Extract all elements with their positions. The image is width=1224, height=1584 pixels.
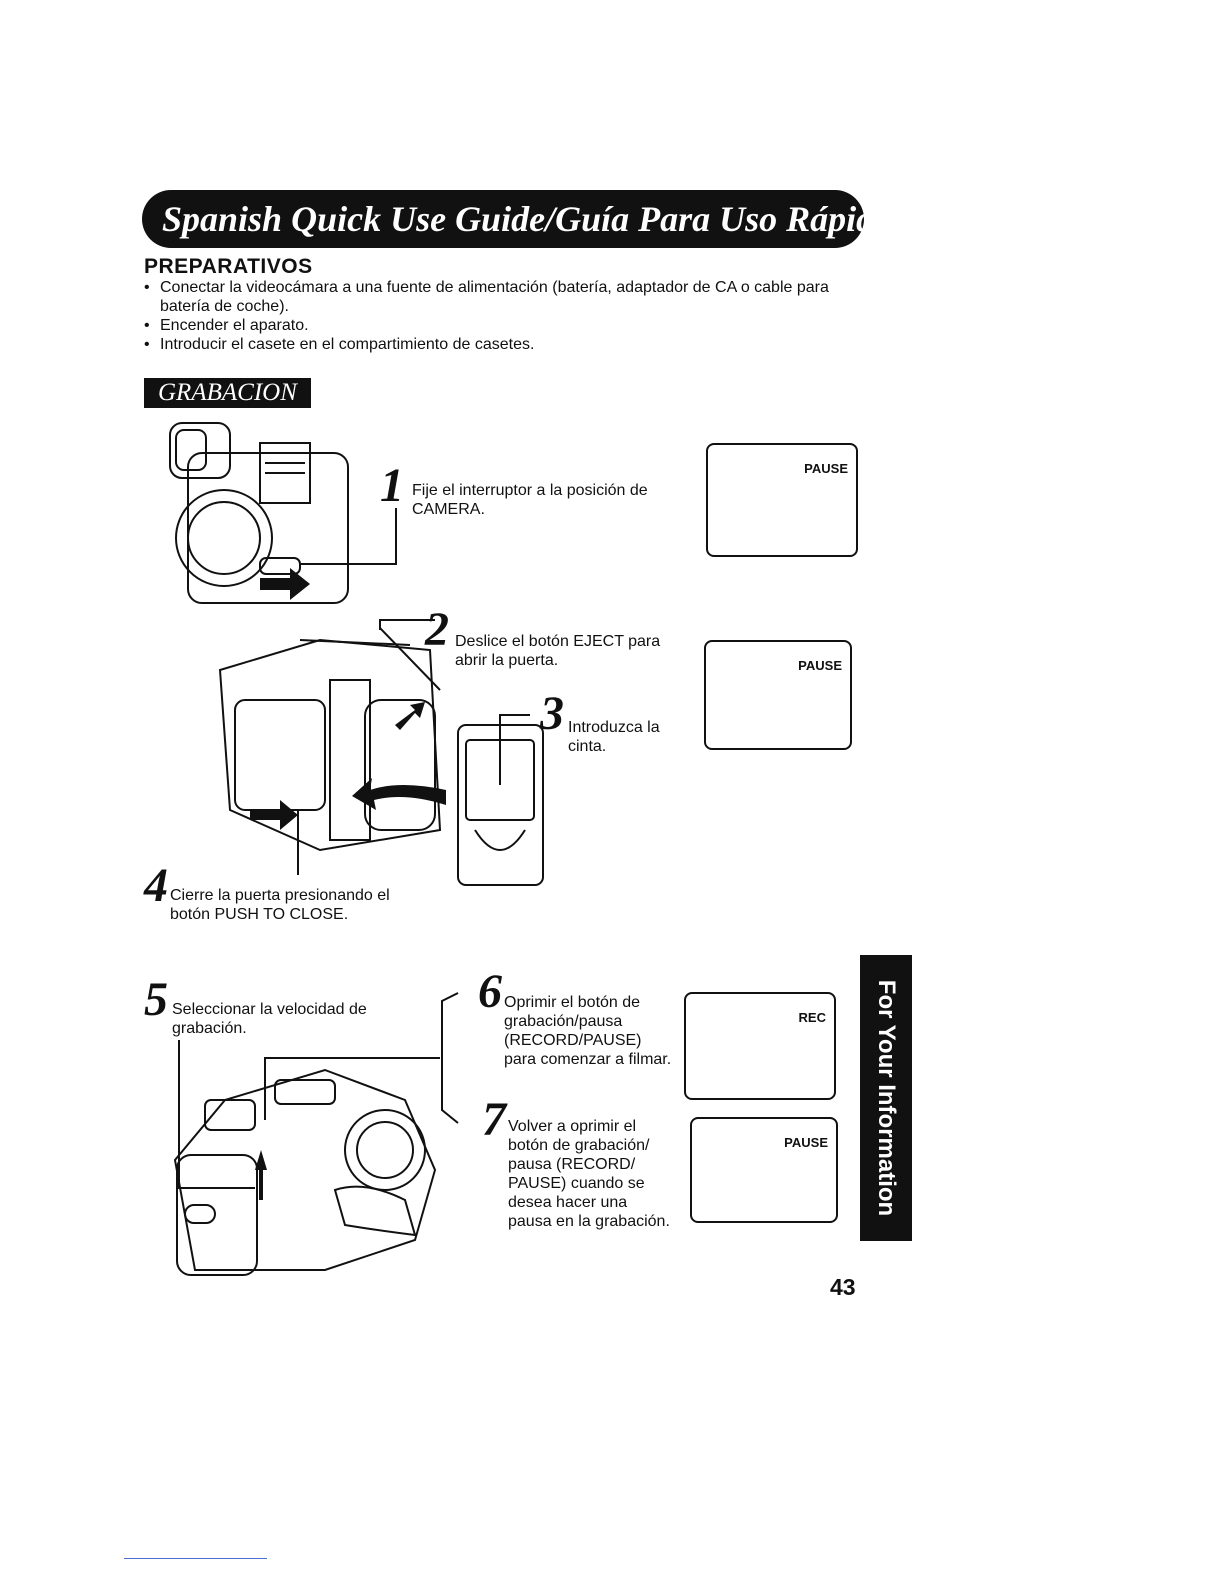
step-4-number: 4 <box>144 859 168 912</box>
preparativos-heading: PREPARATIVOS <box>144 255 313 278</box>
camcorder-record-illustration <box>173 1040 440 1276</box>
list-item: Conectar la videocámara a una fuente de … <box>144 278 844 316</box>
viewfinder-screen-3: REC <box>684 992 836 1100</box>
bottom-rule <box>124 1558 267 1559</box>
step-6-number: 6 <box>478 965 502 1018</box>
page-number: 43 <box>830 1274 856 1300</box>
steps-6-7-bracket <box>441 992 459 1124</box>
step-4-text: Cierre la puerta presionando el botón PU… <box>170 887 390 923</box>
camcorder-cassette-illustration <box>218 619 544 886</box>
list-item: Encender el aparato. <box>144 316 844 335</box>
step-1-number: 1 <box>380 459 404 512</box>
screen-label: PAUSE <box>784 1135 828 1150</box>
step-2-text: Deslice el botón EJECT para abrir la pue… <box>455 633 661 669</box>
step-3-text: Introduzca la cinta. <box>568 719 660 755</box>
screen-label: PAUSE <box>798 658 842 673</box>
section-side-tab: For Your Information <box>860 955 912 1241</box>
list-item: Introducir el casete en el compartimient… <box>144 335 844 354</box>
grabacion-heading: GRABACION <box>144 378 311 408</box>
banner-title: Spanish Quick Use Guide/Guía Para Uso Rá… <box>162 199 893 239</box>
viewfinder-screen-1: PAUSE <box>706 443 858 557</box>
viewfinder-screen-4: PAUSE <box>690 1117 838 1223</box>
viewfinder-screen-2: PAUSE <box>704 640 852 750</box>
page-banner: Spanish Quick Use Guide/Guía Para Uso Rá… <box>142 190 892 248</box>
step-5-number: 5 <box>144 973 168 1026</box>
camcorder-switch-illustration <box>169 422 397 604</box>
step-7-text: Volver a oprimir el botón de grabación/ … <box>508 1118 670 1230</box>
screen-label: REC <box>798 1010 826 1025</box>
side-tab-label: For Your Information <box>873 979 900 1217</box>
step-1-text: Fije el interruptor a la posición de CAM… <box>412 482 648 518</box>
step-3-number: 3 <box>540 687 564 740</box>
step-7-number: 7 <box>482 1093 506 1146</box>
screen-label: PAUSE <box>804 461 848 476</box>
step-5-text: Seleccionar la velocidad de grabación. <box>172 1001 367 1037</box>
step-2-number: 2 <box>425 603 449 656</box>
preparativos-list: Conectar la videocámara a una fuente de … <box>144 278 844 354</box>
step-6-text: Oprimir el botón de grabación/pausa (REC… <box>504 994 672 1068</box>
